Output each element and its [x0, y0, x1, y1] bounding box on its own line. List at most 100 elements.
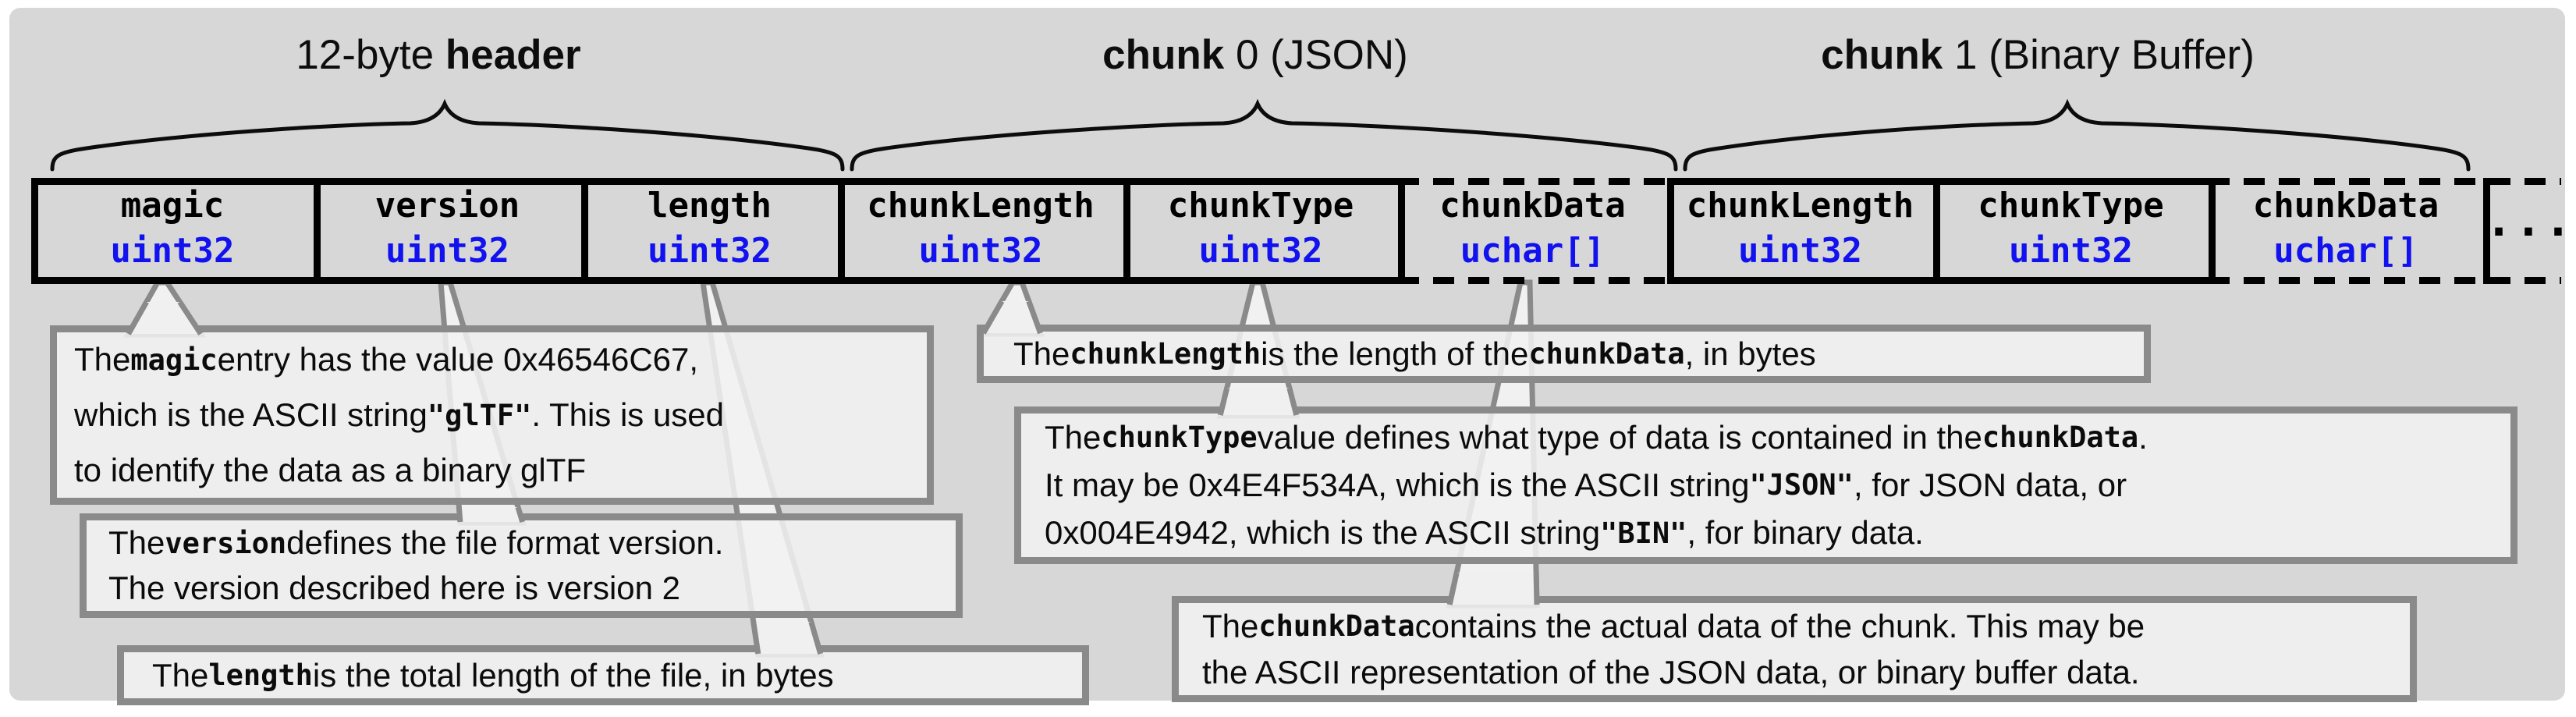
callout-text: to identify the data as a binary glTF	[74, 451, 587, 488]
field-name-chunkLength-6: chunkLength	[1686, 186, 1914, 225]
group-label-segment: 1 (Binary Buffer)	[1943, 32, 2255, 78]
code-term: chunkType	[1101, 421, 1258, 455]
code-term: chunkData	[1258, 609, 1415, 643]
continuation-ellipsis: ...	[2486, 178, 2572, 284]
callout-text: defines the file format version.	[286, 524, 724, 561]
callout-text: which is the ASCII string	[74, 396, 428, 433]
callout-length: The length is the total length of the fi…	[117, 645, 1089, 705]
connector-joint-edge	[1533, 572, 1540, 605]
field-type: uint32	[648, 231, 772, 271]
code-term: length	[208, 658, 313, 692]
callout-chunk-data: The chunkData contains the actual data o…	[1172, 596, 2417, 702]
table-border-vertical	[581, 178, 588, 284]
code-term: magic	[130, 343, 218, 377]
callout-line: the ASCII representation of the JSON dat…	[1202, 649, 2410, 695]
callout-line: 0x004E4942, which is the ASCII string "B…	[1045, 509, 2510, 557]
connector-joint-chunk-type	[1220, 388, 1297, 415]
table-border	[1667, 178, 2216, 185]
callout-line: The magic entry has the value 0x46546C67…	[74, 332, 927, 388]
callout-chunk-length: The chunkLength is the length of the chu…	[977, 325, 2151, 383]
connector-joint-version	[459, 507, 523, 522]
table-border-vertical	[2483, 178, 2490, 284]
callout-text: The	[74, 341, 131, 378]
callout-text: entry has the value 0x46546C67,	[217, 341, 699, 378]
callout-text: , for binary data.	[1687, 514, 1924, 552]
callout-text: The	[1013, 335, 1070, 372]
connector-joint-edge	[515, 506, 526, 524]
callout-text: It may be 0x4E4F534A, which is the ASCII…	[1045, 466, 1750, 503]
callout-line: which is the ASCII string "glTF" . This …	[74, 388, 927, 443]
field-type: uchar[]	[2273, 231, 2418, 271]
callout-text: contains the actual data of the chunk. T…	[1414, 607, 2145, 644]
code-term: chunkData	[1528, 337, 1685, 371]
group-label-segment: chunk	[1821, 32, 1943, 78]
field-name-chunkType-7: chunkType	[1978, 186, 2164, 225]
callout-text: The	[1202, 607, 1259, 644]
connector-joint-edge	[456, 506, 463, 523]
table-border-dashed	[1398, 178, 1667, 185]
callout-text: value defines what type of data is conta…	[1257, 418, 1982, 456]
connector-joint-edge	[126, 300, 149, 335]
table-border	[1667, 277, 2216, 284]
callout-boxes: The magic entry has the value 0x46546C67…	[9, 8, 2565, 705]
field-type: uchar[]	[1460, 231, 1606, 271]
field-name-chunkData-5: chunkData	[1439, 186, 1626, 225]
callout-line: The version defines the file format vers…	[108, 520, 956, 566]
table-border-vertical	[1667, 178, 1674, 284]
code-term: "glTF"	[427, 398, 532, 432]
group-label-chunk0: chunk 0 (JSON)	[1102, 31, 1408, 79]
callout-text: . This is used	[531, 396, 725, 433]
callout-text: , in bytes	[1684, 335, 1816, 372]
code-term: version	[165, 526, 287, 560]
field-name-chunkLength-3: chunkLength	[867, 186, 1095, 225]
table-border-vertical	[314, 178, 321, 284]
callout-line: The chunkLength is the length of the chu…	[1013, 334, 2144, 374]
code-term: chunkLength	[1070, 337, 1261, 371]
brace-chunk1	[1683, 98, 2471, 172]
callout-text: 0x004E4942, which is the ASCII string	[1045, 514, 1601, 552]
table-border-vertical	[1398, 178, 1405, 284]
callout-text: the ASCII representation of the JSON dat…	[1202, 653, 2140, 690]
callout-chunk-type: The chunkType value defines what type of…	[1014, 406, 2517, 564]
table-border	[31, 277, 1405, 284]
byte-layout-table: ... magic uint32 version uint32 length uint32…	[9, 8, 2571, 701]
callout-line: It may be 0x4E4F534A, which is the ASCII…	[1045, 461, 2510, 509]
field-name-chunkData-8: chunkData	[2252, 186, 2439, 225]
callout-line: The chunkData contains the actual data o…	[1202, 603, 2410, 649]
field-type: uint32	[385, 231, 509, 271]
callout-line: The chunkType value defines what type of…	[1045, 414, 2510, 461]
connector-joint-edge	[808, 621, 824, 655]
callout-text: The	[1045, 418, 1102, 456]
connector-joint-edge	[1026, 300, 1043, 335]
callout-magic: The magic entry has the value 0x46546C67…	[50, 325, 934, 505]
callout-line: The version described here is version 2	[108, 566, 956, 611]
field-type: uint32	[1738, 231, 1862, 271]
code-term: "JSON"	[1749, 468, 1854, 502]
group-label-segment: 0 (JSON)	[1224, 32, 1408, 78]
connector-joint-length	[753, 622, 821, 654]
group-label-segment: 12-byte	[296, 32, 445, 78]
code-term: chunkData	[1982, 421, 2139, 455]
connector-joint-edge	[750, 621, 761, 655]
callout-line: The length is the total length of the fi…	[152, 655, 1082, 696]
callout-version: The version defines the file format vers…	[80, 513, 963, 618]
table-border-vertical	[1933, 178, 1940, 284]
table-border-dashed	[1398, 277, 1667, 284]
callout-text: The	[108, 524, 165, 561]
callout-line: to identify the data as a binary glTF	[74, 442, 927, 498]
field-type: uint32	[2009, 231, 2133, 271]
callout-text: is the total length of the file, in byte…	[312, 656, 834, 694]
table-border	[31, 178, 1405, 185]
table-border-dashed	[2209, 277, 2561, 284]
group-label-segment: chunk	[1102, 32, 1225, 78]
table-border-dashed	[2209, 178, 2561, 185]
callout-text: The version described here is version 2	[108, 570, 681, 606]
connector-joint-edge	[177, 300, 204, 335]
table-border-vertical	[31, 178, 38, 284]
callout-text: , for JSON data, or	[1853, 466, 2127, 503]
field-name-version-1: version	[374, 186, 520, 225]
field-type: uint32	[1198, 231, 1323, 271]
